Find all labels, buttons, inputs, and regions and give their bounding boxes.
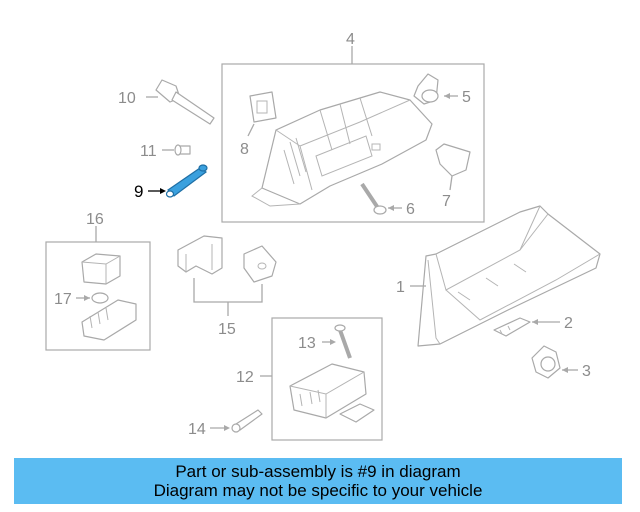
info-banner: Part or sub-assembly is #9 in diagram Di… — [14, 458, 622, 504]
callout-14: 14 — [188, 421, 206, 438]
group-box-12 — [271, 317, 383, 441]
callout-10: 10 — [118, 90, 136, 107]
callout-8: 8 — [240, 141, 249, 158]
part-17-bulb — [91, 292, 109, 304]
part-3-lock — [531, 345, 561, 379]
part-11-screw — [174, 144, 191, 156]
banner-line-2: Diagram may not be specific to your vehi… — [153, 481, 483, 500]
callout-17: 17 — [54, 291, 72, 308]
part-6-pin — [360, 182, 387, 215]
group-box-16 — [45, 241, 151, 351]
part-15-brackets — [177, 235, 277, 283]
callout-4: 4 — [346, 31, 355, 48]
part-8-clip — [249, 91, 277, 123]
part-5-bumper — [413, 73, 439, 105]
part-1-glove-box — [417, 205, 601, 347]
callout-7: 7 — [442, 193, 451, 210]
part-16-light — [81, 253, 137, 341]
callout-3: 3 — [582, 363, 591, 380]
callout-1: 1 — [396, 279, 405, 296]
callout-11: 11 — [140, 143, 157, 160]
callout-9: 9 — [134, 182, 143, 201]
glove-box-housing — [251, 91, 433, 207]
part-7-bracket — [435, 143, 471, 177]
callout-6: 6 — [406, 201, 415, 218]
callout-12: 12 — [236, 369, 254, 386]
part-2-handle — [493, 317, 531, 337]
banner-line-1: Part or sub-assembly is #9 in diagram — [175, 462, 461, 481]
callout-13: 13 — [298, 335, 316, 352]
part-9-rod — [165, 164, 208, 198]
callout-16: 16 — [86, 211, 104, 228]
group-box-4 — [221, 63, 485, 223]
part-13-pin — [334, 324, 352, 359]
callout-2: 2 — [564, 315, 573, 332]
part-14-screw — [231, 409, 263, 433]
part-10-strut — [155, 79, 215, 125]
callout-15: 15 — [218, 321, 236, 338]
part-12-latch — [289, 363, 375, 423]
callout-5: 5 — [462, 89, 471, 106]
parts-diagram: 4 8 5 7 6 10 — [45, 31, 601, 441]
